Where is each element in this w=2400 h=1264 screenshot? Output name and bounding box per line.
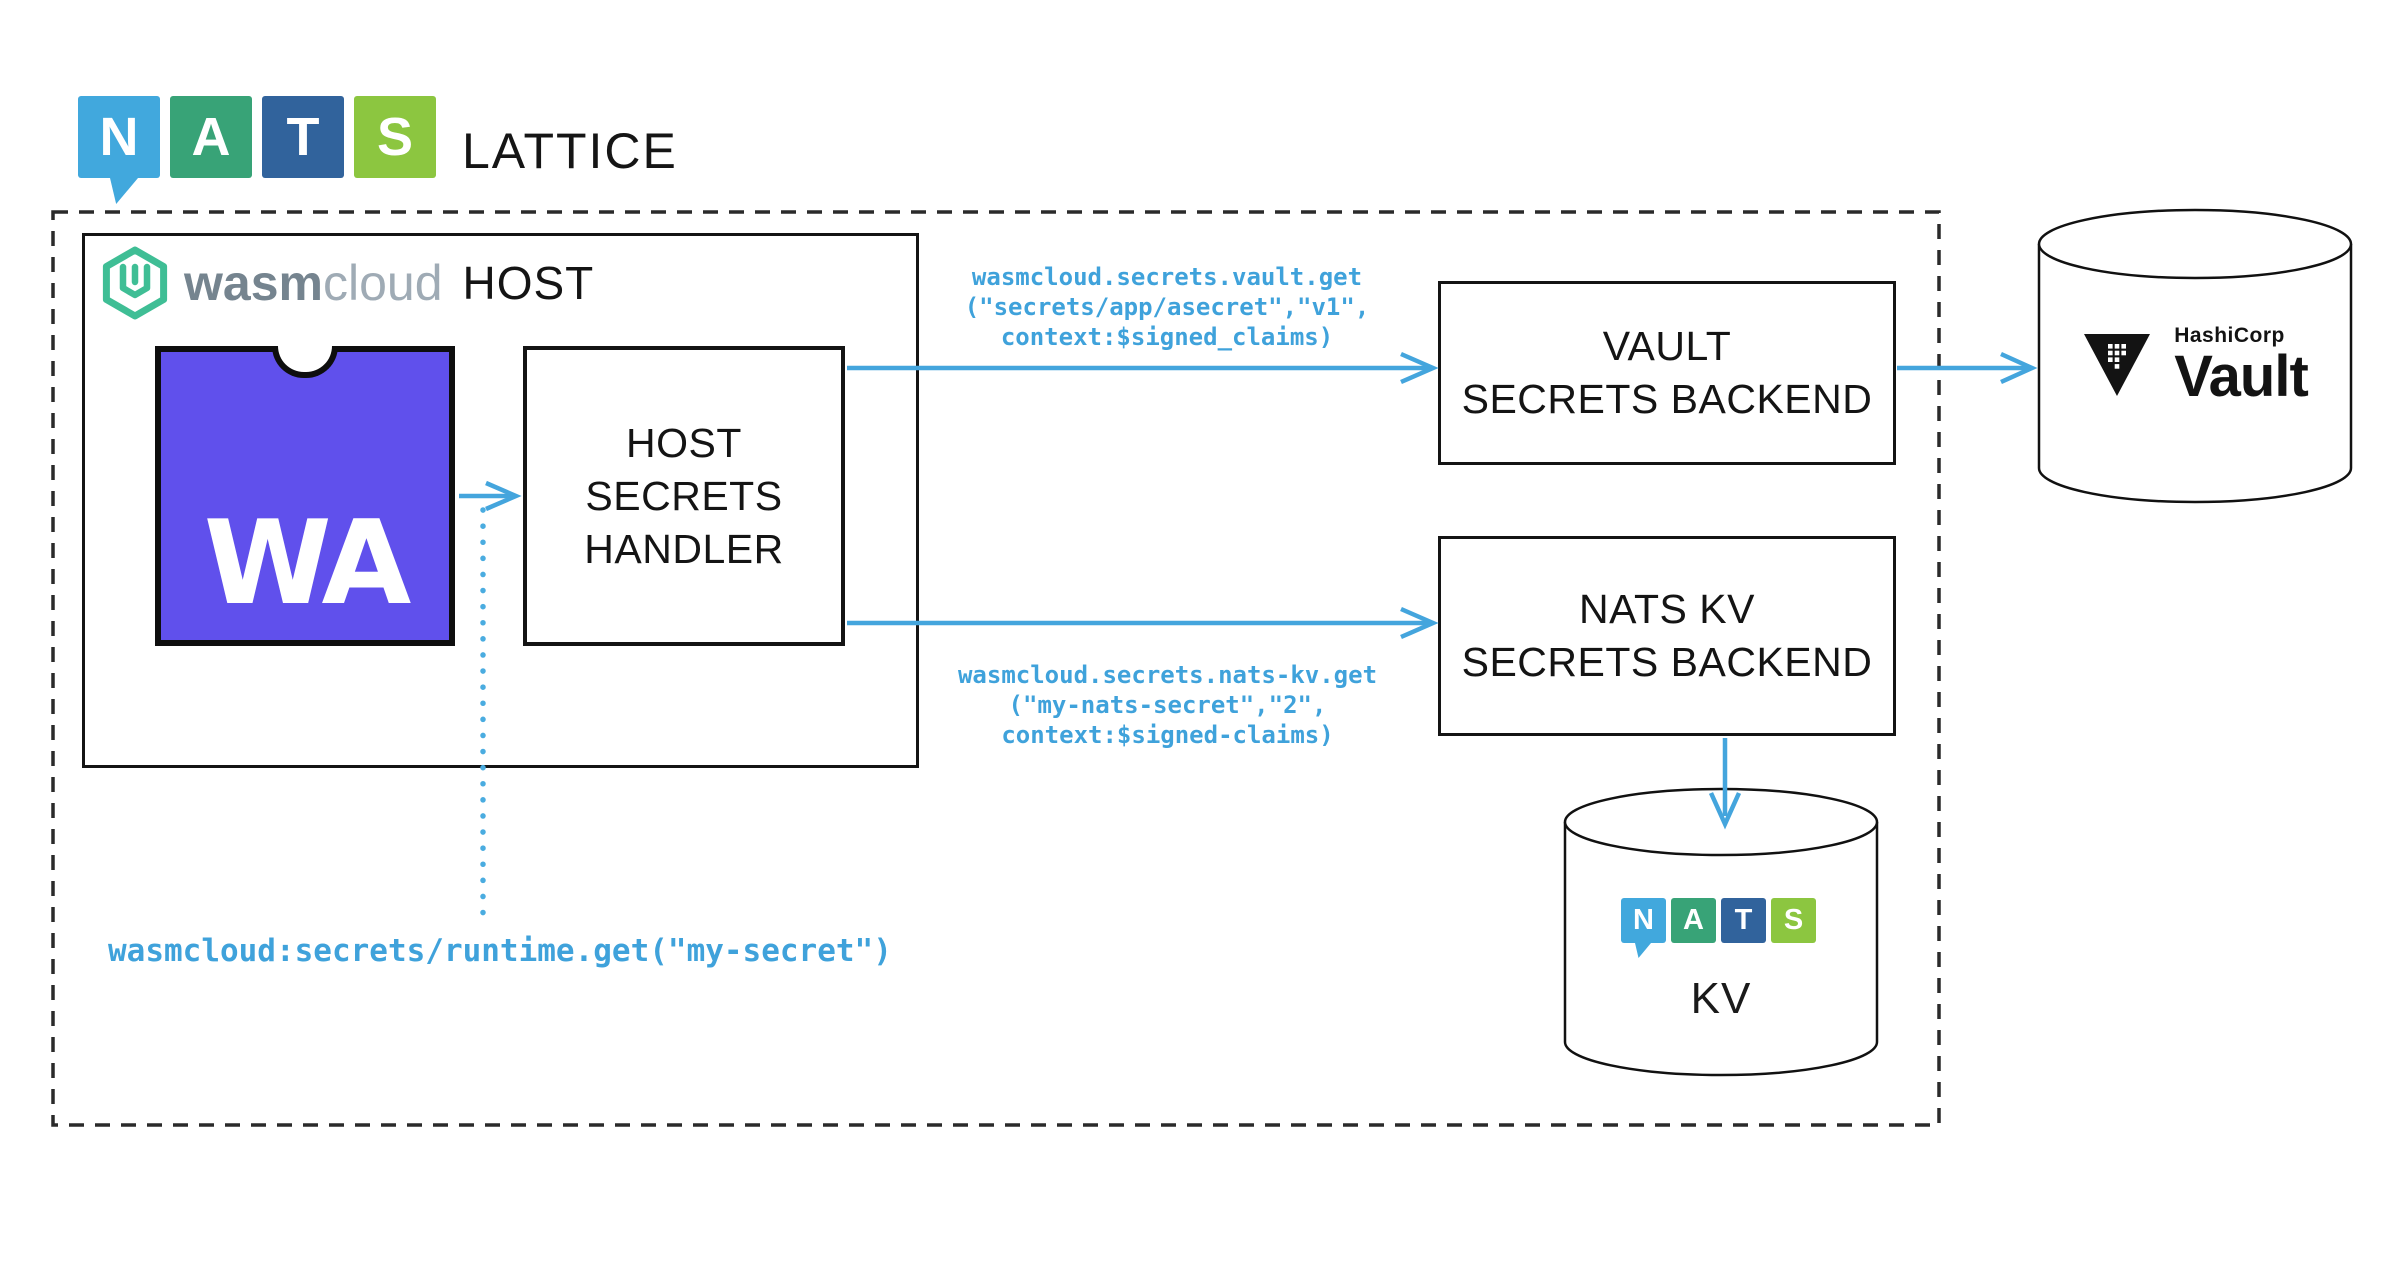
nats-letter-square: A xyxy=(1671,898,1716,943)
webassembly-wa-label: WA xyxy=(203,496,412,631)
nats-kv-call-label: wasmcloud.secrets.nats-kv.get ("my-nats-… xyxy=(957,661,1378,749)
nats-letter: S xyxy=(1783,904,1804,936)
host-secrets-handler-box: HOST SECRETS HANDLER xyxy=(523,346,845,646)
nats-speech-tail-icon xyxy=(110,178,138,204)
nats-letter: A xyxy=(191,107,231,167)
nats-kv-secrets-backend-label: NATS KV SECRETS BACKEND xyxy=(1461,586,1873,685)
kv-label: KV xyxy=(1690,974,1752,1023)
nats-letter: T xyxy=(1734,904,1753,936)
runtime-call-label: wasmcloud:secrets/runtime.get("my-secret… xyxy=(108,933,892,969)
webassembly-notch xyxy=(272,346,338,378)
vault-call-label: wasmcloud.secrets.vault.get ("secrets/ap… xyxy=(964,263,1370,351)
arrowhead-right-icon xyxy=(2000,351,2038,385)
wasmcloud-host-header: wasmcloud HOST xyxy=(102,246,594,320)
nats-letter: N xyxy=(99,107,139,167)
wasmcloud-logo-icon xyxy=(102,246,168,320)
nats-letter-square: T xyxy=(1721,898,1766,943)
vault-secrets-backend-label: VAULT SECRETS BACKEND xyxy=(1461,323,1873,422)
nats-letter: A xyxy=(1683,904,1704,936)
nats-letter: S xyxy=(376,107,414,167)
nats-letter-square: T xyxy=(262,96,344,178)
nats-letter: N xyxy=(1633,904,1654,936)
vault-triangle-icon xyxy=(2084,334,2151,396)
hashicorp-brand-label: HashiCorp xyxy=(2174,324,2285,347)
nats-logo: N A T S xyxy=(78,96,446,204)
nats-letter-square: N xyxy=(78,96,160,204)
nats-letter: T xyxy=(286,107,320,167)
vault-secrets-backend-box: VAULT SECRETS BACKEND xyxy=(1438,281,1896,465)
arrowhead-right-icon xyxy=(1400,351,1439,385)
wordmark-wasm: wasm xyxy=(184,255,323,311)
nats-letter-square: S xyxy=(354,96,436,178)
kv-nats-logo: N A T S xyxy=(1562,898,1880,958)
host-title: HOST xyxy=(462,257,595,309)
wordmark-cloud: cloud xyxy=(322,255,443,311)
host-secrets-handler-label: HOST SECRETS HANDLER xyxy=(584,419,784,572)
webassembly-component: WA xyxy=(155,346,455,646)
nats-letter-square: A xyxy=(170,96,252,178)
lattice-title: LATTICE xyxy=(462,123,678,179)
kv-label-row: KV xyxy=(1562,974,1880,1024)
nats-kv-store: N A T S KV xyxy=(1562,786,1880,1086)
nats-letter-square: S xyxy=(1771,898,1816,943)
vault-cylinder-icon xyxy=(2037,208,2353,504)
arrowhead-right-icon xyxy=(1400,606,1439,640)
hashicorp-vault-store: HashiCorp Vault xyxy=(2036,206,2354,512)
nats-letter-square: N xyxy=(1621,898,1666,958)
nats-logo-small: N A T S xyxy=(1621,898,1821,958)
vault-logo: HashiCorp Vault xyxy=(2036,324,2354,406)
wasmcloud-wordmark: wasmcloud xyxy=(184,254,443,312)
vault-wordmark: HashiCorp Vault xyxy=(2174,324,2309,409)
vault-product-label: Vault xyxy=(2174,344,2309,409)
nats-kv-secrets-backend-box: NATS KV SECRETS BACKEND xyxy=(1438,536,1896,736)
